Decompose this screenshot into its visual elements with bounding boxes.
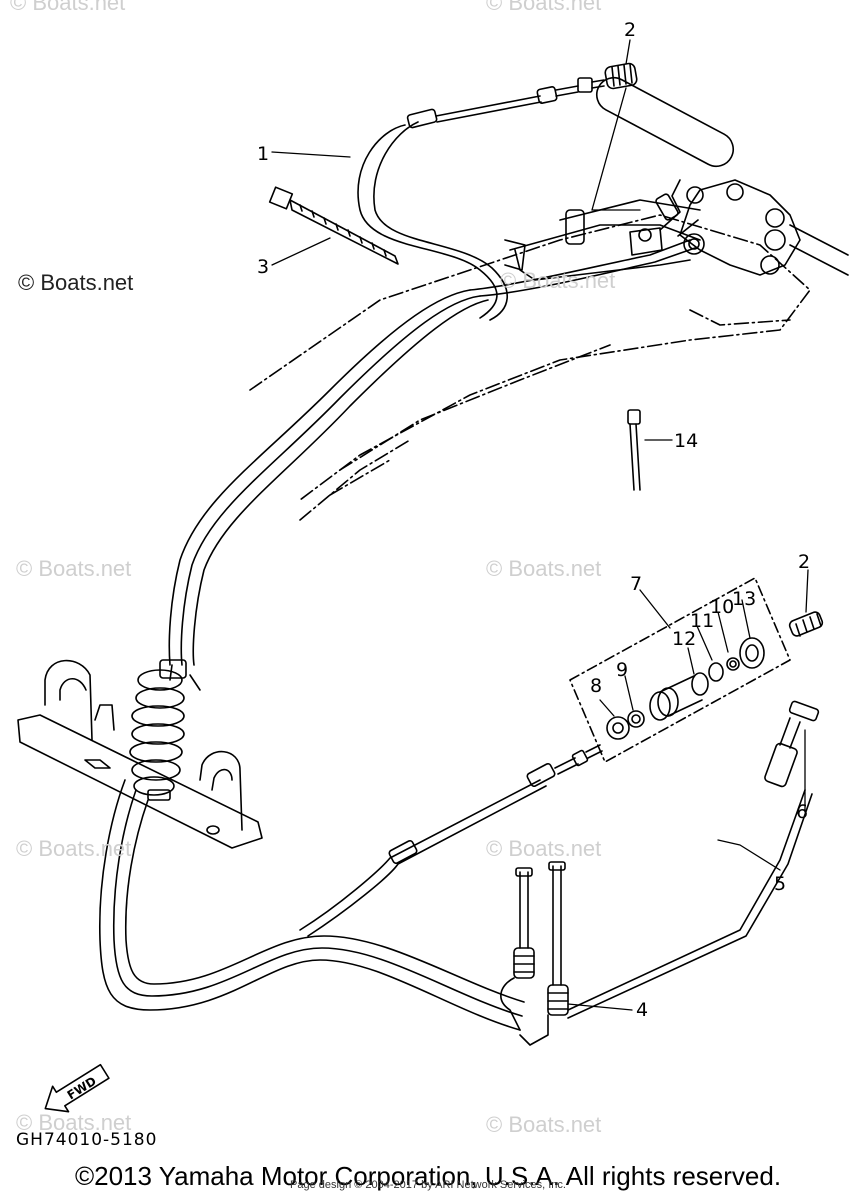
part-2-adjuster-top: [604, 62, 638, 90]
callout-3: 3: [257, 256, 269, 278]
page-design-credit: Page design © 2004-2017 by ARI Network S…: [290, 1179, 566, 1191]
cable-4: [299, 744, 603, 937]
callout-4: 4: [636, 999, 648, 1021]
steering-cable-lower: [98, 664, 525, 1031]
watermark-mid-left: © Boats.net: [16, 556, 132, 581]
watermark-lower-left: © Boats.net: [16, 836, 132, 861]
hull-outline: [249, 214, 811, 521]
watermark-lower-center: © Boats.net: [486, 836, 602, 861]
watermark-top-center: © Boats.net: [486, 0, 602, 15]
callout-7: 7: [630, 573, 642, 595]
cable-bundle: [168, 179, 705, 666]
watermark-bottom-center: © Boats.net: [486, 1112, 602, 1137]
leader-lines: [271, 39, 809, 1011]
cable-1: [357, 77, 605, 321]
part-7-group-box: [569, 577, 791, 763]
bellows-boot: [129, 659, 187, 796]
callout-1: 1: [257, 143, 269, 165]
callout-8: 8: [590, 675, 602, 697]
copyright-notice: ©2013 Yamaha Motor Corporation, U.S.A. A…: [74, 1161, 782, 1191]
watermark-center-faint: © Boats.net: [500, 268, 616, 293]
cable-terminals: [500, 789, 813, 1046]
callout-2-top: 2: [624, 19, 636, 41]
watermark-mid-center: © Boats.net: [486, 556, 602, 581]
callout-10: 10: [710, 596, 734, 618]
diagram-part-code: GH74010-5180: [16, 1130, 158, 1150]
part-14-tie: [627, 409, 641, 491]
watermark-top-left: © Boats.net: [10, 0, 126, 15]
callout-12: 12: [672, 628, 696, 650]
watermark-left-prominent: © Boats.net: [18, 270, 134, 295]
part-2-adjuster-right: [788, 611, 824, 637]
watermark-bottom-left: © Boats.net: [16, 1110, 132, 1135]
callout-14: 14: [674, 430, 698, 452]
callout-5: 5: [774, 873, 786, 895]
callout-6: 6: [796, 801, 808, 823]
handlebar-assembly: [504, 76, 849, 281]
callout-13: 13: [732, 588, 756, 610]
part-3-cable-tie: [268, 186, 399, 265]
callout-11: 11: [690, 610, 714, 632]
mounting-bracket: [17, 659, 263, 849]
callout-numbers: 1 2 3 14 7 2 12 11 10 13 8 9 6 5 4: [257, 19, 810, 1021]
callout-2-right: 2: [798, 551, 810, 573]
part-6-cable-end: [764, 700, 820, 788]
callout-9: 9: [616, 659, 628, 681]
exploded-parts: [606, 637, 765, 740]
